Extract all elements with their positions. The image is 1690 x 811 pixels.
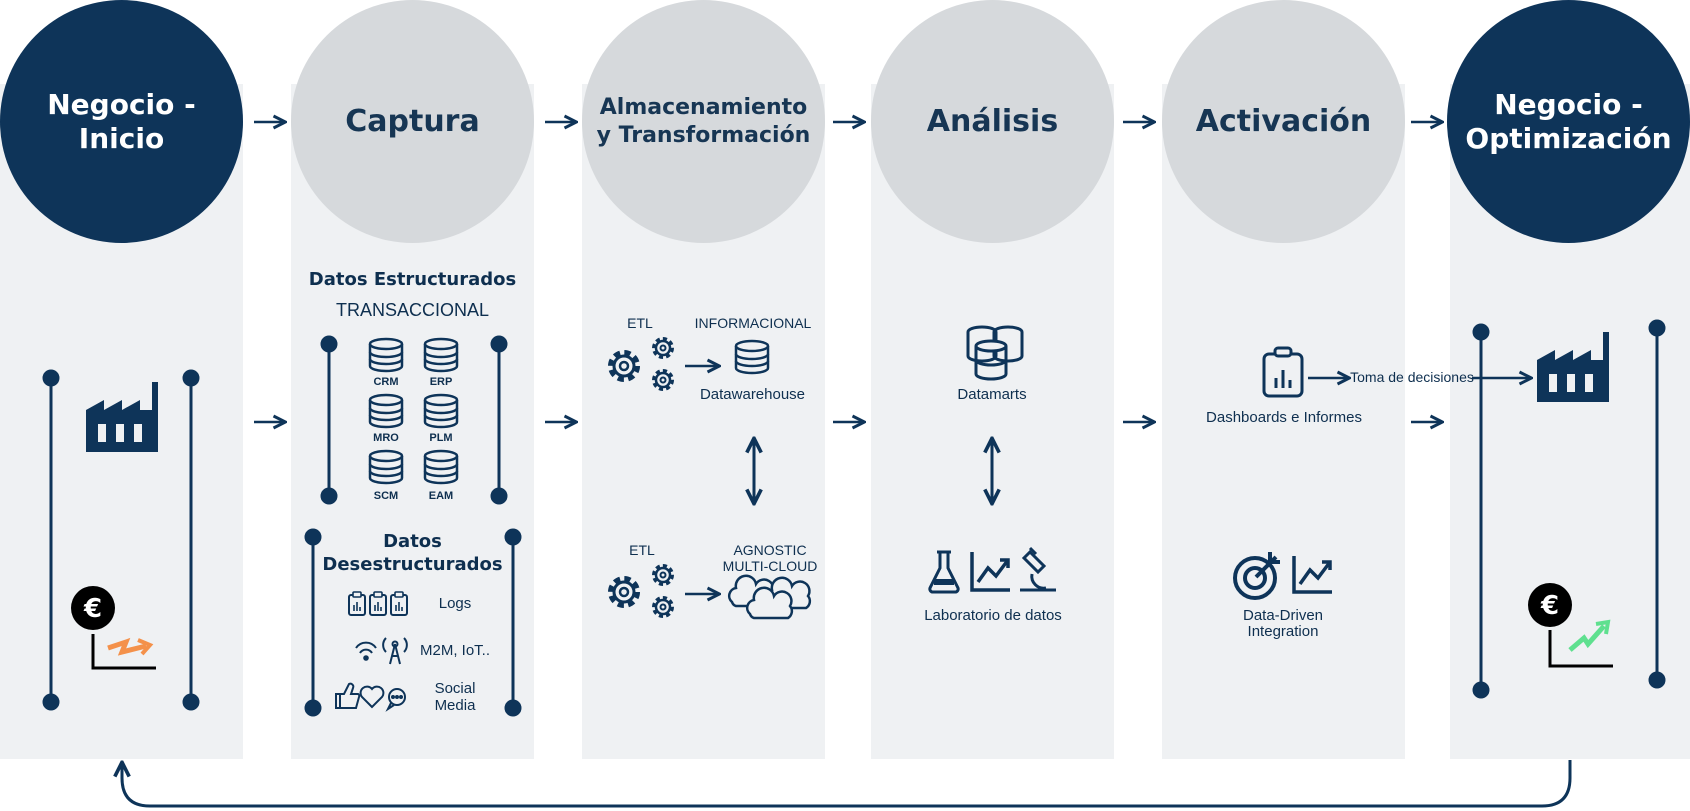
db-label-eam: EAM bbox=[428, 490, 454, 502]
db-label-crm: CRM bbox=[373, 376, 399, 388]
stage-title: Captura bbox=[345, 104, 480, 139]
structured-subtitle: TRANSACCIONAL bbox=[335, 300, 490, 320]
stage-title-line1: Almacenamiento bbox=[599, 94, 808, 120]
gears-icon bbox=[611, 337, 674, 391]
db-label-mro: MRO bbox=[373, 432, 399, 444]
factory-icon bbox=[86, 382, 158, 452]
chart-icon bbox=[1292, 556, 1332, 594]
euro-coin-icon: € bbox=[1528, 583, 1572, 627]
db-label-plm: PLM bbox=[429, 432, 453, 444]
datawarehouse-icon bbox=[734, 339, 770, 375]
database-icons bbox=[368, 337, 459, 485]
like-icon bbox=[335, 682, 361, 709]
informacional-label: INFORMACIONAL bbox=[694, 315, 812, 331]
dashboards-label: Dashboards e Informes bbox=[1206, 409, 1362, 426]
wifi-icon bbox=[355, 641, 377, 661]
clipboard-icons bbox=[348, 591, 408, 616]
trend-up-icon bbox=[1548, 619, 1613, 668]
structured-title: Datos Estructurados bbox=[308, 269, 517, 290]
stage-circle-captura: Captura bbox=[291, 0, 534, 243]
unstructured-title-line1: Datos bbox=[383, 531, 442, 552]
datadriven-label-line2: Integration bbox=[1247, 623, 1319, 640]
chat-icon bbox=[385, 688, 406, 712]
laboratorio-label: Laboratorio de datos bbox=[924, 607, 1062, 624]
stage-title-line2: Optimización bbox=[1465, 121, 1672, 155]
etl-label-top: ETL bbox=[627, 315, 653, 331]
stage-title-line1: Negocio - bbox=[47, 87, 196, 121]
datawarehouse-label: Datawarehouse bbox=[699, 386, 806, 403]
agnostic-label-line2: MULTI-CLOUD bbox=[722, 558, 818, 574]
stage-circle-analisis: Análisis bbox=[871, 0, 1114, 243]
target-icon bbox=[1233, 552, 1280, 600]
trend-down-icon bbox=[91, 634, 156, 670]
stage-title: Activación bbox=[1195, 104, 1372, 139]
chart-icon bbox=[970, 552, 1010, 592]
m2m-label: M2M, IoT.. bbox=[419, 642, 490, 659]
stage-title-line2: y Transformación bbox=[596, 122, 811, 148]
svg-text:€: € bbox=[83, 594, 102, 624]
db-label-scm: SCM bbox=[373, 490, 399, 502]
stage-title-line2: Inicio bbox=[78, 121, 165, 155]
logs-label: Logs bbox=[438, 595, 472, 612]
datadriven-label-line1: Data-Driven bbox=[1242, 607, 1324, 624]
unstructured-title-line2: Desestructurados bbox=[322, 554, 503, 575]
gears-icon bbox=[611, 564, 674, 618]
heart-icon bbox=[359, 685, 385, 709]
stage-title-line1: Negocio - bbox=[1494, 87, 1643, 121]
cloud-icon bbox=[727, 574, 812, 620]
stage-circle-optimizacion: Negocio -Optimización bbox=[1447, 0, 1690, 243]
stage-circle-inicio: Negocio -Inicio bbox=[0, 0, 243, 243]
datamarts-label: Datamarts bbox=[957, 386, 1027, 403]
microscope-icon bbox=[1020, 546, 1056, 592]
stage-circle-activacion: Activación bbox=[1162, 0, 1405, 243]
stage-title: Análisis bbox=[926, 104, 1059, 139]
antenna-icon bbox=[382, 637, 408, 665]
db-label-erp: ERP bbox=[429, 376, 453, 388]
flask-icon bbox=[928, 550, 960, 594]
agnostic-label-line1: AGNOSTIC bbox=[733, 542, 807, 558]
social-label-line2: Media bbox=[434, 697, 476, 714]
datamarts-icon bbox=[966, 325, 1024, 381]
feedback-loop-arrow bbox=[122, 760, 1572, 808]
euro-coin-icon: € bbox=[71, 586, 115, 630]
bracket-lines bbox=[42, 319, 1666, 717]
social-label-line1: Social bbox=[434, 680, 476, 697]
decisiones-label: Toma de decisiones bbox=[1350, 369, 1474, 385]
svg-text:€: € bbox=[1540, 591, 1559, 621]
clipboard-icon bbox=[1262, 346, 1304, 398]
etl-label-bottom: ETL bbox=[629, 542, 655, 558]
factory-icon bbox=[1537, 332, 1609, 402]
